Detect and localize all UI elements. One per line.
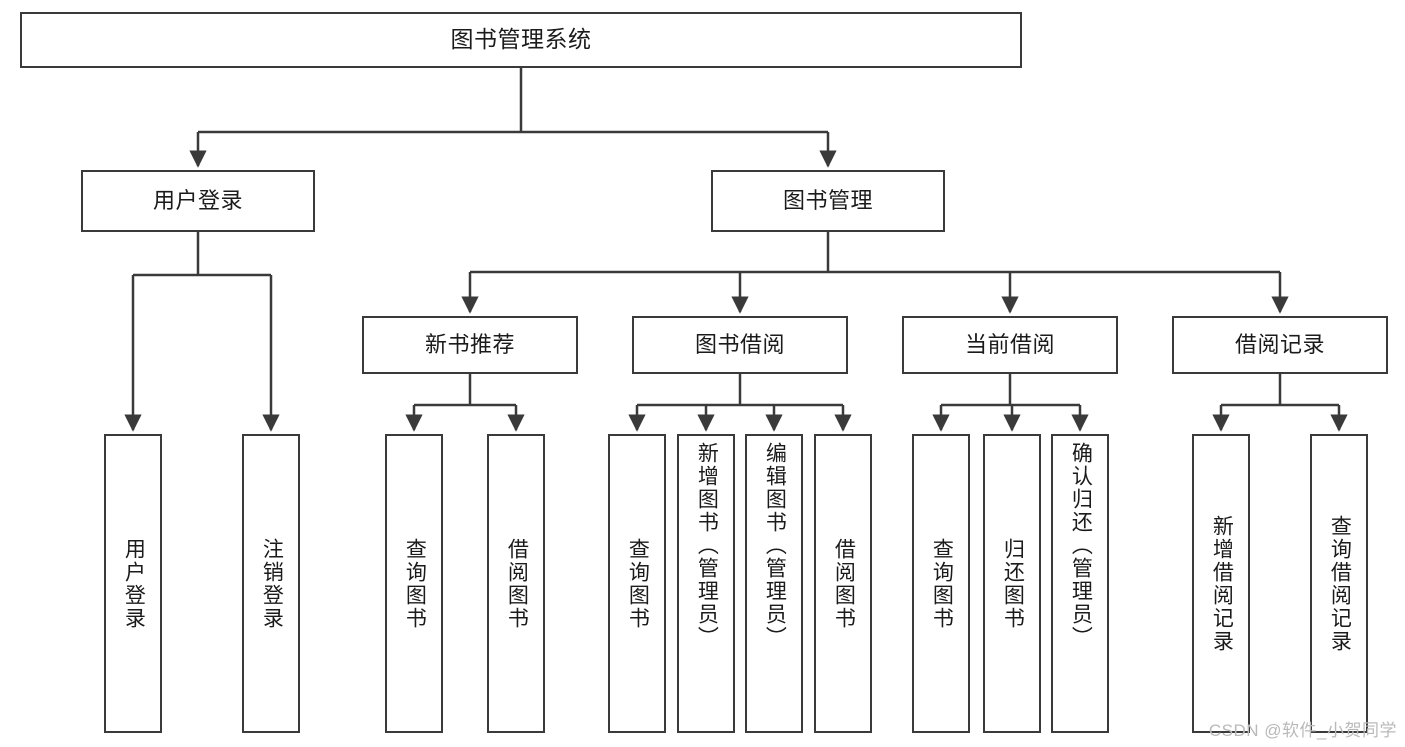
node-leaf-confirm-return-label: 确认归还（管理员） — [1069, 442, 1093, 649]
node-leaf-query-book-3-label: 查询图书 — [930, 537, 954, 630]
node-user-login-label: 用户登录 — [152, 188, 243, 214]
node-leaf-edit-book[interactable]: 编辑图书（管理员） — [745, 434, 803, 733]
node-leaf-query-book-2-label: 查询图书 — [626, 537, 650, 630]
node-book-manage[interactable]: 图书管理 — [711, 170, 945, 232]
node-book-borrow[interactable]: 图书借阅 — [632, 316, 848, 374]
node-leaf-logout[interactable]: 注销登录 — [242, 434, 300, 733]
node-leaf-return-book-label: 归还图书 — [1001, 537, 1025, 630]
node-leaf-query-book-3[interactable]: 查询图书 — [912, 434, 970, 733]
node-current-borrow[interactable]: 当前借阅 — [902, 316, 1118, 374]
node-leaf-query-book-1[interactable]: 查询图书 — [385, 434, 443, 733]
node-new-book-recommend-label: 新书推荐 — [424, 332, 515, 358]
node-leaf-query-book-2[interactable]: 查询图书 — [608, 434, 666, 733]
node-borrow-record-label: 借阅记录 — [1234, 332, 1325, 358]
node-book-borrow-label: 图书借阅 — [694, 332, 785, 358]
node-leaf-borrow-book-2-label: 借阅图书 — [832, 537, 856, 630]
node-leaf-add-record-label: 新增借阅记录 — [1210, 514, 1234, 653]
node-leaf-return-book[interactable]: 归还图书 — [983, 434, 1041, 733]
node-leaf-add-book[interactable]: 新增图书（管理员） — [677, 434, 735, 733]
node-leaf-borrow-book-1-label: 借阅图书 — [505, 537, 529, 630]
node-leaf-logout-label: 注销登录 — [260, 537, 284, 630]
node-leaf-borrow-book-2[interactable]: 借阅图书 — [814, 434, 872, 733]
node-leaf-borrow-book-1[interactable]: 借阅图书 — [487, 434, 545, 733]
node-borrow-record[interactable]: 借阅记录 — [1172, 316, 1388, 374]
node-leaf-confirm-return[interactable]: 确认归还（管理员） — [1051, 434, 1109, 733]
node-root-label: 图书管理系统 — [450, 26, 592, 53]
node-leaf-query-book-1-label: 查询图书 — [403, 537, 427, 630]
node-new-book-recommend[interactable]: 新书推荐 — [362, 316, 578, 374]
watermark-text: CSDN @软件_小贺同学 — [1208, 721, 1397, 740]
node-user-login[interactable]: 用户登录 — [81, 170, 315, 232]
node-leaf-add-book-label: 新增图书（管理员） — [695, 442, 719, 649]
node-leaf-query-record[interactable]: 查询借阅记录 — [1310, 434, 1368, 733]
node-leaf-user-login-label: 用户登录 — [122, 537, 146, 630]
node-leaf-edit-book-label: 编辑图书（管理员） — [763, 442, 787, 649]
node-current-borrow-label: 当前借阅 — [964, 332, 1055, 358]
node-leaf-add-record[interactable]: 新增借阅记录 — [1192, 434, 1250, 733]
node-leaf-user-login[interactable]: 用户登录 — [104, 434, 162, 733]
node-root[interactable]: 图书管理系统 — [20, 12, 1022, 68]
node-book-manage-label: 图书管理 — [782, 188, 873, 214]
node-leaf-query-record-label: 查询借阅记录 — [1328, 514, 1352, 653]
